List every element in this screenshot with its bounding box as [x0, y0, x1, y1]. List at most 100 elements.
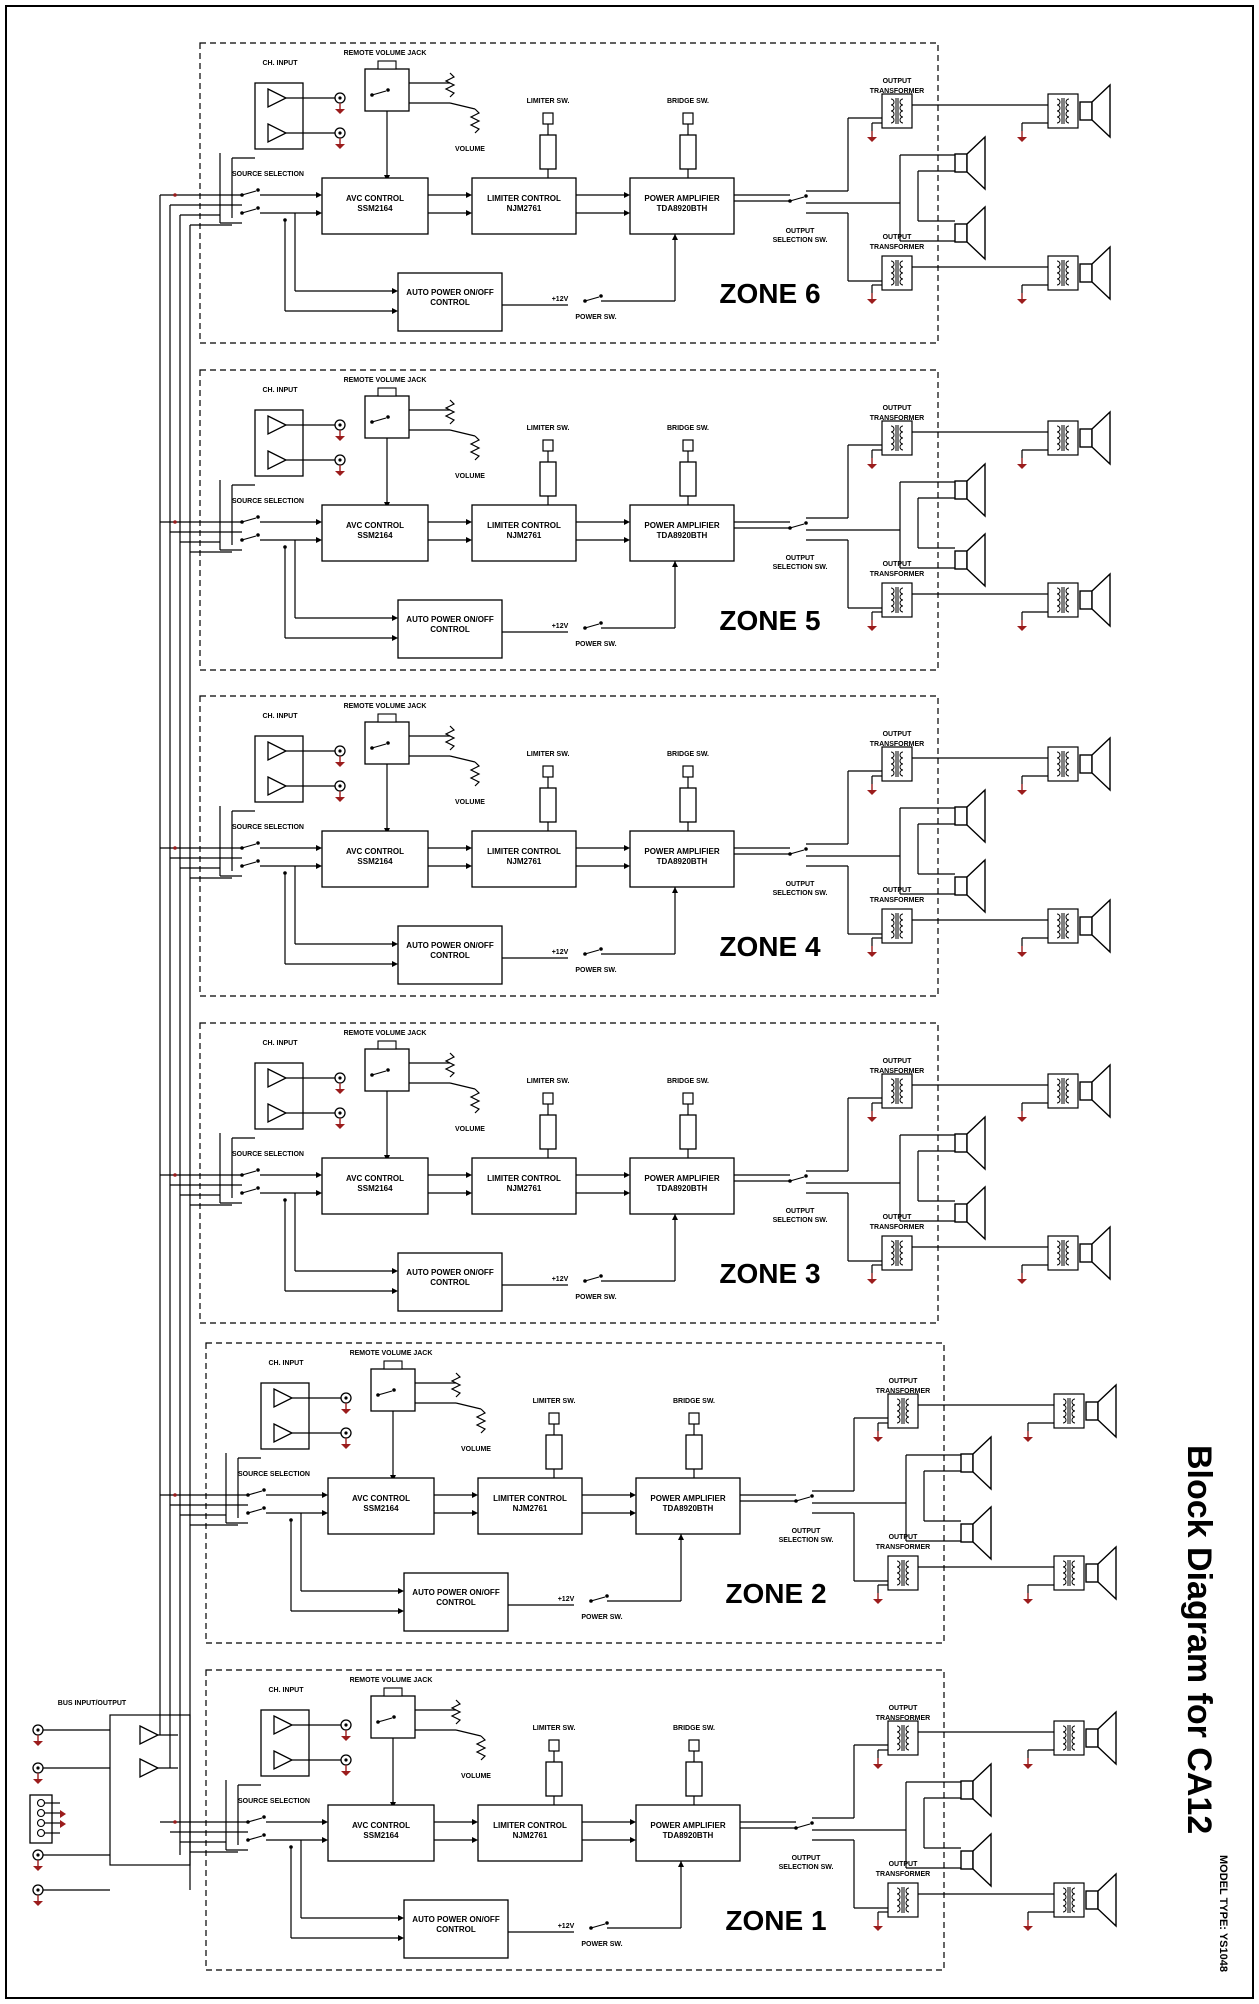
avc-control-label: AVC CONTROL	[352, 1821, 410, 1830]
arrow-icon	[472, 1492, 478, 1498]
limiter-sw-label: LIMITER SW.	[527, 1078, 570, 1085]
speaker-icon	[960, 1505, 992, 1561]
junction-dot	[173, 1820, 177, 1824]
slide-switch-icon[interactable]	[679, 439, 697, 497]
source-switch-icon	[240, 188, 260, 197]
limiter-sw-label: LIMITER SW.	[533, 1398, 576, 1405]
power-switch-icon	[583, 294, 603, 303]
arrow-icon	[392, 1288, 398, 1294]
plus12v-label: +12V	[558, 1596, 575, 1603]
speaker-icon	[954, 788, 986, 844]
remote-volume-jack-label: REMOTE VOLUME JACK	[344, 703, 427, 710]
ground-icon	[335, 138, 345, 149]
slide-switch-icon[interactable]	[685, 1412, 703, 1470]
output-transformer-label-top-2: TRANSFORMER	[876, 1715, 930, 1722]
source-selection-label: SOURCE SELECTION	[238, 1798, 310, 1805]
amplifier-icon	[267, 775, 288, 797]
arrow-icon	[398, 1915, 404, 1921]
source-switch-icon	[240, 533, 260, 542]
slide-switch-icon[interactable]	[539, 439, 557, 497]
limiter-control-label: LIMITER CONTROL	[487, 194, 561, 203]
ground-icon	[1017, 458, 1027, 469]
slide-switch-icon[interactable]	[539, 765, 557, 823]
slide-switch-icon[interactable]	[545, 1739, 563, 1797]
ground-icon	[1023, 1431, 1033, 1442]
input-jack-icon	[334, 745, 346, 757]
power-sw-label: POWER SW.	[581, 1941, 622, 1948]
remote-volume-jack-label: REMOTE VOLUME JACK	[344, 377, 427, 384]
auto-power-label: AUTO POWER ON/OFF	[406, 941, 494, 950]
arrow-icon	[624, 845, 630, 851]
slide-switch-icon[interactable]	[545, 1412, 563, 1470]
amplifier-icon	[267, 449, 288, 471]
ground-icon	[341, 1765, 351, 1776]
ground-icon	[335, 430, 345, 441]
slide-switch-icon[interactable]	[539, 1092, 557, 1150]
ch-input-box	[254, 735, 304, 803]
zone-boundary	[199, 369, 939, 671]
output-transformer-label-top-2: TRANSFORMER	[870, 1068, 924, 1075]
arrow-icon	[624, 210, 630, 216]
output-selection-label-2: SELECTION SW.	[779, 1537, 834, 1544]
slide-switch-icon[interactable]	[539, 112, 557, 170]
terminal-screw-icon	[36, 1798, 46, 1808]
ground-icon	[335, 1083, 345, 1094]
junction-dot	[173, 520, 177, 524]
slide-switch-icon[interactable]	[679, 765, 697, 823]
transformer-icon	[1053, 1882, 1085, 1918]
arrow-icon	[672, 234, 678, 240]
transformer-icon	[881, 582, 913, 618]
output-selection-label-1: OUTPUT	[786, 1208, 816, 1215]
avc-control-block	[327, 1477, 435, 1535]
ground-icon	[1017, 620, 1027, 631]
power-amplifier-block	[629, 1157, 735, 1215]
ground-icon	[335, 1118, 345, 1129]
slide-switch-icon[interactable]	[679, 112, 697, 170]
auto-power-label: AUTO POWER ON/OFF	[412, 1588, 500, 1597]
arrow-icon	[316, 863, 322, 869]
slide-switch-icon[interactable]	[685, 1739, 703, 1797]
limiter-control-block	[471, 830, 577, 888]
transformer-icon	[887, 1393, 919, 1429]
limiter-control-block	[471, 177, 577, 235]
output-transformer-label-top-1: OUTPUT	[889, 1378, 919, 1385]
plus12v-label: +12V	[552, 623, 569, 630]
output-transformer-label-bot-1: OUTPUT	[889, 1534, 919, 1541]
speaker-icon	[1079, 898, 1111, 954]
speaker-icon	[954, 532, 986, 588]
output-selection-label-1: OUTPUT	[786, 881, 816, 888]
auto-power-label: AUTO POWER ON/OFF	[406, 615, 494, 624]
speaker-icon	[1079, 83, 1111, 139]
speaker-icon	[954, 858, 986, 914]
transformer-icon	[881, 1235, 913, 1271]
output-transformer-label-top-1: OUTPUT	[889, 1705, 919, 1712]
output-transformer-label-bot-2: TRANSFORMER	[870, 571, 924, 578]
speaker-icon	[1085, 1545, 1117, 1601]
output-selection-switch-icon	[788, 521, 808, 530]
arrow-icon	[466, 1190, 472, 1196]
slide-switch-icon[interactable]	[679, 1092, 697, 1150]
ch-input-label: CH. INPUT	[269, 1687, 305, 1694]
source-selection-label: SOURCE SELECTION	[238, 1471, 310, 1478]
speaker-icon	[954, 1185, 986, 1241]
arrow-icon	[624, 863, 630, 869]
limiter-chip-label: NJM2761	[507, 1184, 542, 1193]
wire	[455, 1402, 482, 1410]
avc-control-label: AVC CONTROL	[352, 1494, 410, 1503]
power-sw-label: POWER SW.	[575, 1294, 616, 1301]
ground-icon	[1017, 131, 1027, 142]
amplifier-icon	[267, 740, 288, 762]
ground-icon	[33, 1860, 43, 1871]
zone-title: ZONE 1	[725, 1905, 826, 1936]
arrow-icon	[316, 192, 322, 198]
source-switch-icon	[240, 206, 260, 215]
limiter-control-label: LIMITER CONTROL	[487, 1174, 561, 1183]
transformer-icon	[1047, 255, 1079, 291]
jack-tab	[377, 387, 397, 397]
wire	[449, 429, 476, 437]
avc-chip-label: SSM2164	[357, 204, 393, 213]
output-transformer-label-bot-2: TRANSFORMER	[876, 1871, 930, 1878]
output-transformer-label-top-1: OUTPUT	[883, 78, 913, 85]
amplifier-icon	[267, 122, 288, 144]
remote-volume-jack-label: REMOTE VOLUME JACK	[344, 50, 427, 57]
